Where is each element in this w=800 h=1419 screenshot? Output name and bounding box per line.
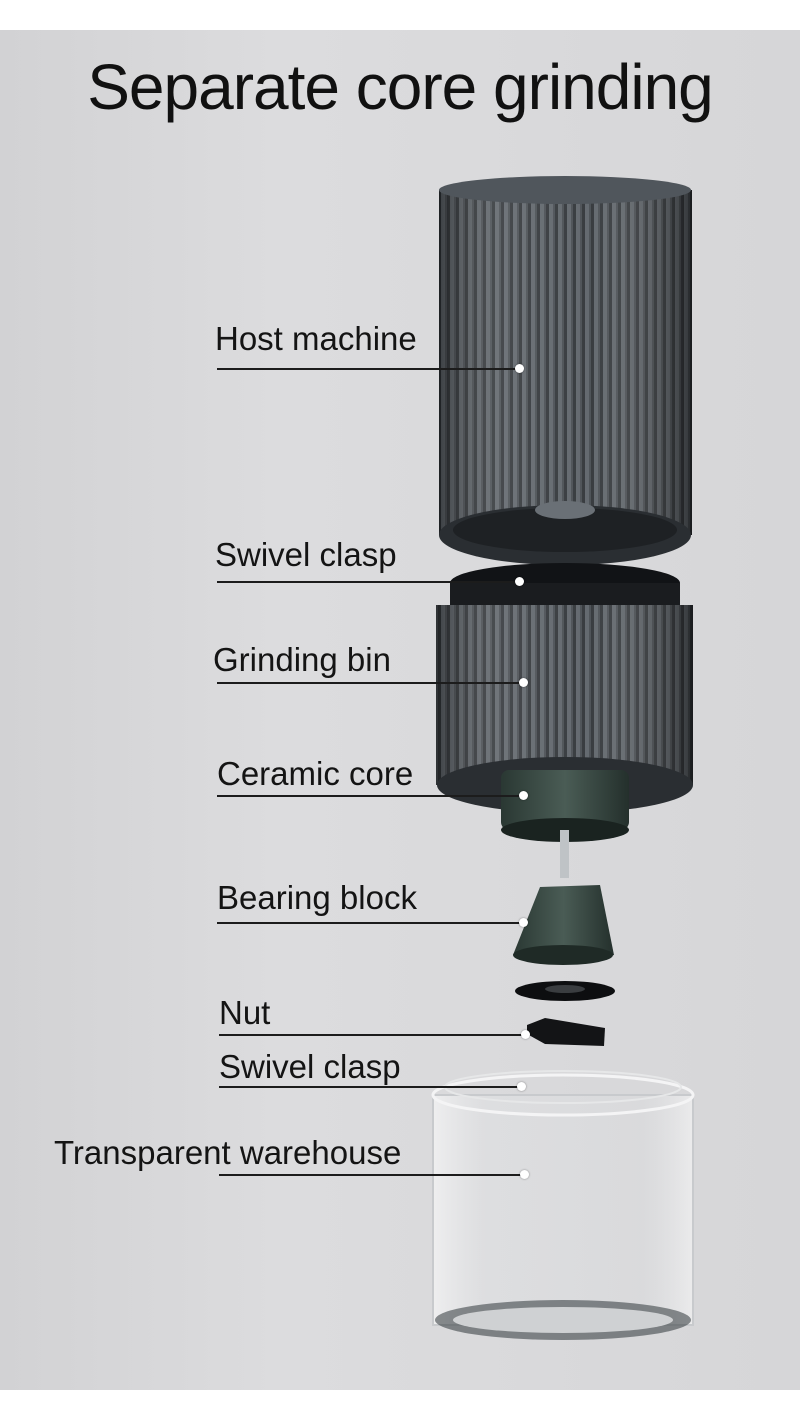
marker-bearing-block xyxy=(519,918,528,927)
label-grinding-bin: Grinding bin xyxy=(213,641,391,678)
host-machine-part xyxy=(439,176,692,565)
page-title: Separate core grinding xyxy=(87,51,714,123)
transparent-warehouse-part xyxy=(431,1070,695,1340)
label-swivel-clasp-bottom: Swivel clasp xyxy=(219,1048,401,1085)
leader-transparent-warehouse xyxy=(219,1174,524,1176)
leader-host-machine xyxy=(217,368,520,370)
marker-swivel-clasp-top xyxy=(515,577,524,586)
label-transparent-warehouse: Transparent warehouse xyxy=(54,1134,402,1171)
leader-swivel-clasp-top xyxy=(217,581,520,583)
bearing-block-part xyxy=(513,885,614,965)
label-nut: Nut xyxy=(219,994,271,1031)
label-bearing-block: Bearing block xyxy=(217,879,417,916)
ceramic-core-part xyxy=(501,770,629,878)
label-ceramic-core: Ceramic core xyxy=(217,755,414,792)
swivel-clasp-ring xyxy=(450,563,680,608)
marker-host-machine xyxy=(515,364,524,373)
leader-ceramic-core xyxy=(217,795,523,797)
marker-grinding-bin xyxy=(519,678,528,687)
marker-swivel-clasp-bottom xyxy=(517,1082,526,1091)
diagram-frame: Separate core grinding xyxy=(0,30,800,1390)
marker-transparent-warehouse xyxy=(520,1170,529,1179)
grinder-exploded-view xyxy=(431,176,695,1340)
leader-grinding-bin xyxy=(217,682,523,684)
nut-part xyxy=(527,1018,605,1046)
label-host-machine: Host machine xyxy=(215,320,417,357)
leader-swivel-clasp-bottom xyxy=(219,1086,521,1088)
leader-bearing-block xyxy=(217,922,523,924)
leader-nut xyxy=(219,1034,525,1036)
marker-ceramic-core xyxy=(519,791,528,800)
label-swivel-clasp-top: Swivel clasp xyxy=(215,536,397,573)
marker-nut xyxy=(521,1030,530,1039)
